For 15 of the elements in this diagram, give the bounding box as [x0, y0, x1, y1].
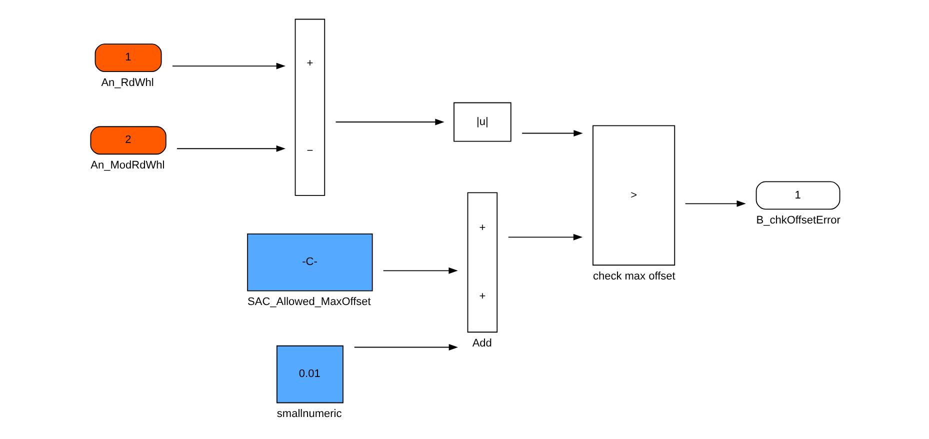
node-label: check max offset — [592, 270, 675, 282]
arrow — [353, 344, 458, 350]
node-label: B_chkOffsetError — [756, 214, 840, 226]
arrow — [334, 118, 444, 126]
node-label: SAC_Allowed_MaxOffset — [247, 296, 370, 308]
arrow — [521, 130, 582, 136]
arrow — [176, 145, 286, 152]
arrow — [684, 200, 746, 207]
arrow — [172, 62, 285, 70]
arrow — [507, 234, 582, 240]
node-label: An_RdWhl — [100, 76, 154, 89]
node-label: smallnumeric — [276, 408, 342, 420]
node-label: An_ModRdWhl — [90, 159, 164, 172]
arrow — [382, 267, 458, 274]
node-label: Add — [472, 337, 492, 350]
